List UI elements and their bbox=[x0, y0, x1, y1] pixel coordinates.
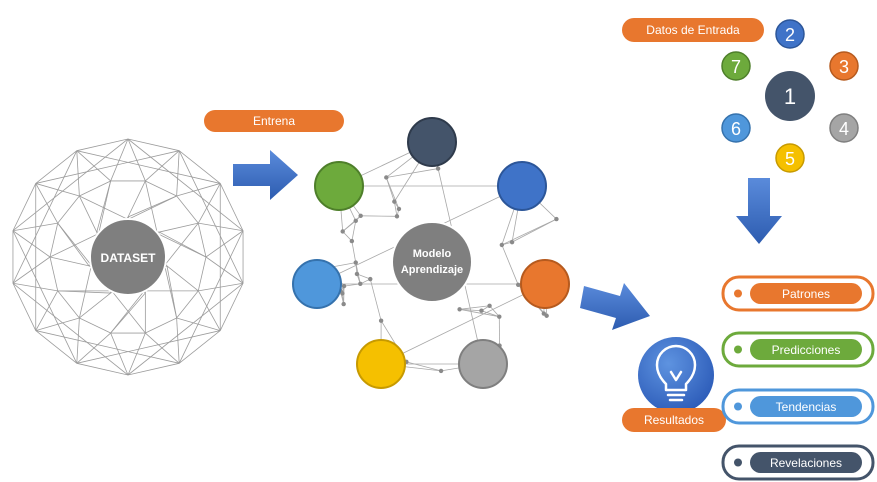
result-item-tendencias: Tendencias bbox=[721, 388, 875, 425]
result-item-revelaciones: Revelaciones bbox=[721, 444, 875, 481]
input-node-5-label: 5 bbox=[785, 149, 795, 169]
dataset-node bbox=[89, 218, 167, 296]
input-node-3-label: 3 bbox=[839, 57, 849, 77]
results-bulb-circle bbox=[638, 337, 714, 413]
input-node-7-label: 7 bbox=[731, 57, 741, 77]
model-node-blue bbox=[497, 161, 547, 211]
model-network-dots bbox=[315, 166, 559, 374]
result-label-tendencias: Tendencias bbox=[776, 400, 837, 414]
model-node-yellow bbox=[356, 339, 406, 389]
model-node-light-blue bbox=[292, 259, 342, 309]
train-label: Entrena bbox=[253, 114, 295, 128]
train-pill bbox=[204, 110, 344, 132]
input-node-5 bbox=[775, 143, 805, 173]
results-arrow bbox=[580, 283, 650, 330]
results-label: Resultados bbox=[644, 413, 704, 427]
input-node-1-label: 1 bbox=[784, 84, 796, 109]
result-item-patrones: Patrones bbox=[721, 275, 875, 312]
input-node-3 bbox=[829, 51, 859, 81]
input-node-2-label: 2 bbox=[785, 25, 795, 45]
model-node-gray bbox=[458, 339, 508, 389]
result-label-patrones: Patrones bbox=[782, 287, 830, 301]
inputs-title-pill bbox=[622, 18, 764, 42]
model-node-navy bbox=[407, 117, 457, 167]
inputs-title: Datos de Entrada bbox=[646, 23, 740, 37]
input-node-4 bbox=[829, 113, 859, 143]
model-node-green bbox=[314, 161, 364, 211]
input-node-6 bbox=[721, 113, 751, 143]
result-item-predicciones: Predicciones bbox=[721, 331, 875, 368]
result-label-revelaciones: Revelaciones bbox=[770, 456, 842, 470]
input-node-1 bbox=[765, 71, 815, 121]
train-arrow bbox=[233, 150, 298, 200]
model-node-orange bbox=[520, 259, 570, 309]
results-pill bbox=[622, 408, 726, 432]
inputs-down-arrow bbox=[736, 178, 782, 244]
result-label-predicciones: Predicciones bbox=[772, 343, 841, 357]
input-node-4-label: 4 bbox=[839, 119, 849, 139]
input-node-6-label: 6 bbox=[731, 119, 741, 139]
lightbulb-icon bbox=[655, 344, 697, 402]
model-center-node bbox=[391, 221, 473, 303]
input-node-7 bbox=[721, 51, 751, 81]
model-label-line1: Modelo bbox=[413, 248, 452, 260]
input-node-2 bbox=[775, 19, 805, 49]
dataset-label: DATASET bbox=[101, 251, 157, 265]
model-label-line2: Aprendizaje bbox=[401, 264, 463, 276]
